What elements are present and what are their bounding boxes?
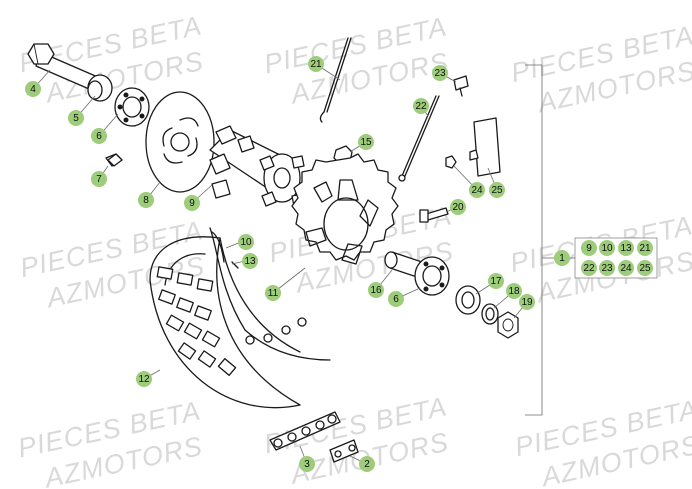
callout-number: 9 [586,243,592,254]
callout-badge: 8 [138,192,154,208]
callout-badge: 23 [432,65,448,81]
inner-tube-part [211,231,239,269]
callout-number: 21 [639,243,651,254]
kit-item-badge: 10 [599,240,615,256]
callout-number: 18 [508,286,520,297]
callout-badge: 24 [469,182,485,198]
spacer-part [87,74,113,102]
callout-number: 5 [73,113,79,124]
callout-number: 22 [415,101,427,112]
callout-number: 10 [240,237,252,248]
bolt-part [105,153,123,167]
callout-number: 9 [189,198,195,209]
callout-number: 19 [521,297,533,308]
callout-badge: 10 [238,234,254,250]
callout-badge: 12 [136,371,152,387]
callout-number: 11 [268,288,279,299]
spoke-part [319,37,352,123]
callout-number: 25 [639,263,651,274]
callout-number: 17 [490,276,502,287]
callout-number: 3 [304,459,310,470]
callout-badge: 13 [242,253,258,269]
callout-number: 15 [360,137,372,148]
callout-badge: 3 [299,456,315,472]
callout-badge: 25 [489,182,505,198]
axle-nut-part [497,311,519,339]
callout-badge: 5 [68,110,84,126]
washer-part [481,303,499,325]
callout-badge: 21 [308,56,324,72]
callout-number: 7 [96,174,102,185]
callout-badge: 7 [91,171,107,187]
callout-number: 6 [393,294,399,305]
callout-number: 23 [601,263,613,274]
callout-number: 24 [471,185,483,196]
hub-part [209,125,305,207]
bearing-left-part [114,87,150,127]
callout-badge: 17 [488,273,504,289]
callout-badge: 19 [519,294,535,310]
callout-number: 24 [620,263,632,274]
kit-bracket [525,64,556,416]
callout-badge: 16 [368,282,384,298]
callout-number: 20 [452,202,464,213]
kit-item-badge: 23 [599,260,615,276]
kit-item-badge: 24 [618,260,634,276]
kit-item-badge: 9 [581,240,597,256]
callout-number: 16 [370,285,382,296]
callout-badge: 11 [265,285,281,301]
callout-badge: 15 [358,134,374,150]
chain-part [269,411,341,451]
callout-badge: 18 [506,283,522,299]
callout-number: 8 [143,195,149,206]
callout-badge: 6 [388,291,404,307]
callout-badge: 20 [450,199,466,215]
bearing-right-part [414,256,450,296]
brake-disc-part [145,91,215,193]
sprocket-bolt-part [419,207,449,223]
long-spoke-part [398,95,440,182]
seal-part [455,285,481,315]
kit-item-badge: 13 [618,240,634,256]
callout-number: 22 [583,263,595,274]
callout-badge: 6 [91,128,107,144]
callout-number: 13 [620,243,632,254]
kit-item-badge: 21 [637,240,653,256]
sprocket-part [291,153,399,265]
spoke-nipple-part [453,75,469,97]
callout-number: 2 [364,459,370,470]
master-link-part [329,439,359,463]
callout-badge: 2 [359,456,375,472]
callout-number: 4 [30,84,36,95]
rim-lock-part [445,117,501,177]
kit-item-badge: 25 [637,260,653,276]
callout-number: 1 [559,253,565,264]
callout-number: 6 [96,131,102,142]
kit-callout-badge: 1 [554,250,570,266]
tyre-part [149,227,331,409]
callout-badge: 4 [25,81,41,97]
callout-badge: 22 [413,98,429,114]
callout-number: 12 [138,374,150,385]
callout-number: 21 [310,59,322,70]
callout-number: 25 [491,185,503,196]
callout-badge: 9 [184,195,200,211]
callout-number: 23 [434,68,446,79]
kit-item-badge: 22 [581,260,597,276]
callout-number: 10 [601,243,613,254]
callout-number: 13 [244,256,256,267]
